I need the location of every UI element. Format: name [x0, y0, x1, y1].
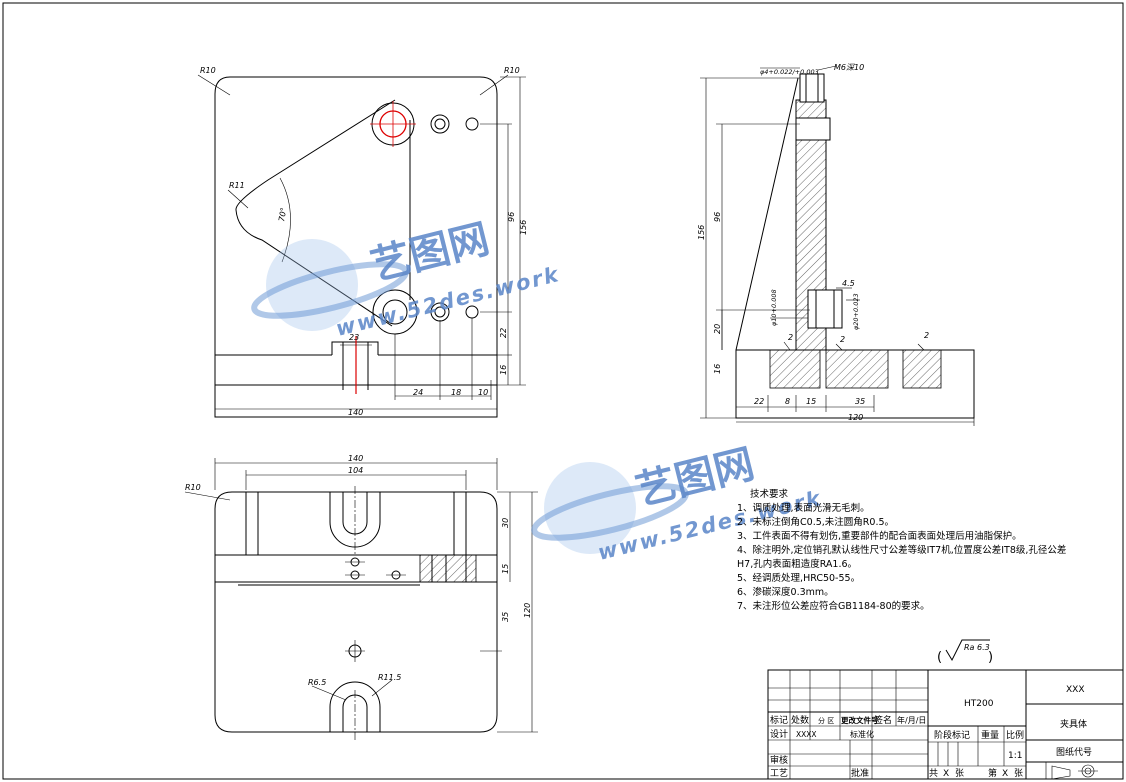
tech-item: 3、工件表面不得有划伤,重要部件的配合面表面处理后用油脂保护。	[737, 530, 1022, 542]
side-view	[700, 65, 975, 426]
tech-item: 6、渗碳深度0.3mm。	[737, 586, 834, 598]
top-dim-30-label: 30	[501, 518, 510, 528]
side-fit-mid-left-label: φ10+0.008	[770, 289, 778, 326]
total-x-label: X	[943, 769, 949, 779]
side-height-96-label: 96	[713, 212, 722, 222]
process-label: 工艺	[770, 768, 788, 779]
side-mark-2b-label: 2	[840, 335, 845, 344]
total-label: 共	[929, 768, 938, 779]
tech-item: 4、除注明外,定位销孔默认线性尺寸公差等级IT7机,位置度公差IT8级,孔径公差	[737, 544, 1066, 556]
designer-label: XXXX	[796, 730, 817, 739]
top-view-dimensions: R10 140 104 30 15 35 120 R6.5 R11.5	[185, 454, 532, 687]
front-dim-10-label: 10	[478, 388, 488, 397]
review-label: 审核	[770, 754, 788, 766]
side-dim-35-label: 35	[855, 397, 865, 406]
svg-text:): )	[988, 650, 993, 665]
side-fit-top-label: φ4+0.022/+0.003	[760, 68, 819, 76]
front-height-96-label: 96	[507, 212, 516, 222]
tech-item: 2、未标注倒角C0.5,未注圆角R0.5。	[737, 516, 894, 528]
top-dim-35-label: 35	[501, 612, 510, 622]
watermark-1-brand: 艺图网	[366, 216, 494, 290]
front-height-156-label: 156	[519, 220, 528, 235]
side-mark-2c-label: 2	[924, 331, 929, 340]
drawing-no-label: 图纸代号	[1056, 746, 1092, 758]
front-height-16-label: 16	[499, 365, 508, 375]
weight-label: 重量	[981, 729, 999, 741]
top-radius-small-label: R6.5	[308, 678, 326, 687]
title-block: HT200 XXX 夹具体 图纸代号 标记 处数 分 区 更改文件号 签名 年/…	[767, 669, 1124, 780]
design-label: 设计	[770, 728, 788, 740]
doc-no-label: 更改文件号	[841, 715, 879, 725]
side-fit-mid-right-label: φ20+0.023	[852, 293, 860, 330]
top-width-140-label: 140	[348, 454, 363, 463]
material-label: HT200	[964, 699, 994, 709]
tech-item: 1、调质处理,表面光滑无毛刺。	[737, 502, 870, 514]
side-dim-120-label: 120	[848, 413, 863, 422]
roughness-symbol: ( Ra 6.3 )	[937, 639, 993, 665]
top-view	[184, 458, 538, 740]
side-height-16-label: 16	[713, 364, 722, 374]
front-radius-right-label: R10	[504, 66, 520, 75]
top-radius-large-label: R11.5	[378, 673, 401, 682]
side-dim-15-label: 15	[806, 397, 816, 406]
watermark-1-url: www.52des.work	[333, 262, 562, 341]
front-angle-label: 70°	[277, 207, 288, 223]
top-width-104-label: 104	[348, 466, 363, 475]
total-unit-label: 张	[955, 768, 964, 779]
top-radius-label: R10	[185, 483, 201, 492]
top-dim-15-label: 15	[501, 564, 510, 574]
watermark-1: 艺图网 www.52des.work	[251, 216, 562, 341]
svg-text:(: (	[937, 650, 942, 665]
mark-label: 标记	[770, 714, 788, 726]
scale-value: 1:1	[1008, 751, 1022, 761]
count-label: 处数	[791, 714, 809, 726]
front-radius-left-label: R10	[200, 66, 216, 75]
side-height-156-label: 156	[697, 225, 706, 240]
scale-label: 比例	[1006, 729, 1024, 741]
side-height-20-label: 20	[713, 324, 722, 334]
standard-label: 标准化	[850, 729, 874, 739]
tech-title: 技术要求	[750, 488, 789, 500]
sign-label: 签名	[874, 714, 892, 726]
tech-item: 7、未注形位公差应符合GB1184-80的要求。	[737, 600, 930, 612]
tech-item: 5、经调质处理,HRC50-55。	[737, 572, 860, 584]
front-dim-18-label: 18	[451, 388, 461, 397]
roughness-value: Ra 6.3	[964, 643, 990, 652]
front-view-dimensions: R10 R10 R11 70° 23 140 24 18 10 156 96 2…	[200, 66, 528, 417]
front-width-total-label: 140	[348, 408, 363, 417]
sheet-no-label: 第	[988, 767, 997, 779]
part-name-label: 夹具体	[1060, 718, 1087, 730]
side-view-dimensions: φ4+0.022/+0.003 M6深10 156 96 20 16 4.5 φ…	[697, 63, 929, 422]
side-dim-22-label: 22	[754, 397, 764, 406]
sheet-x-label: X	[1002, 769, 1008, 779]
front-height-22-label: 22	[499, 328, 508, 338]
side-dim-4-5-label: 4.5	[842, 279, 855, 288]
front-slot-width-label: 23	[349, 333, 359, 342]
company-label: XXX	[1066, 685, 1085, 695]
side-thread-label: M6深10	[834, 63, 864, 72]
front-view	[197, 74, 526, 418]
side-dim-8-label: 8	[785, 397, 790, 406]
date-label: 年/月/日	[897, 715, 926, 725]
technical-requirements: 技术要求 1、调质处理,表面光滑无毛刺。 2、未标注倒角C0.5,未注圆角R0.…	[737, 488, 1066, 612]
front-dim-24-label: 24	[413, 388, 423, 397]
side-mark-2a-label: 2	[788, 333, 793, 342]
front-arc-radius-label: R11	[229, 181, 245, 190]
tech-item: H7,孔内表面粗造度RA1.6。	[737, 558, 857, 570]
top-dim-120-label: 120	[523, 603, 532, 618]
stage-label: 阶段标记	[934, 729, 970, 741]
sheet-unit-label: 张	[1014, 768, 1023, 779]
zone-label: 分 区	[818, 716, 834, 725]
approve-label: 批准	[851, 767, 869, 779]
